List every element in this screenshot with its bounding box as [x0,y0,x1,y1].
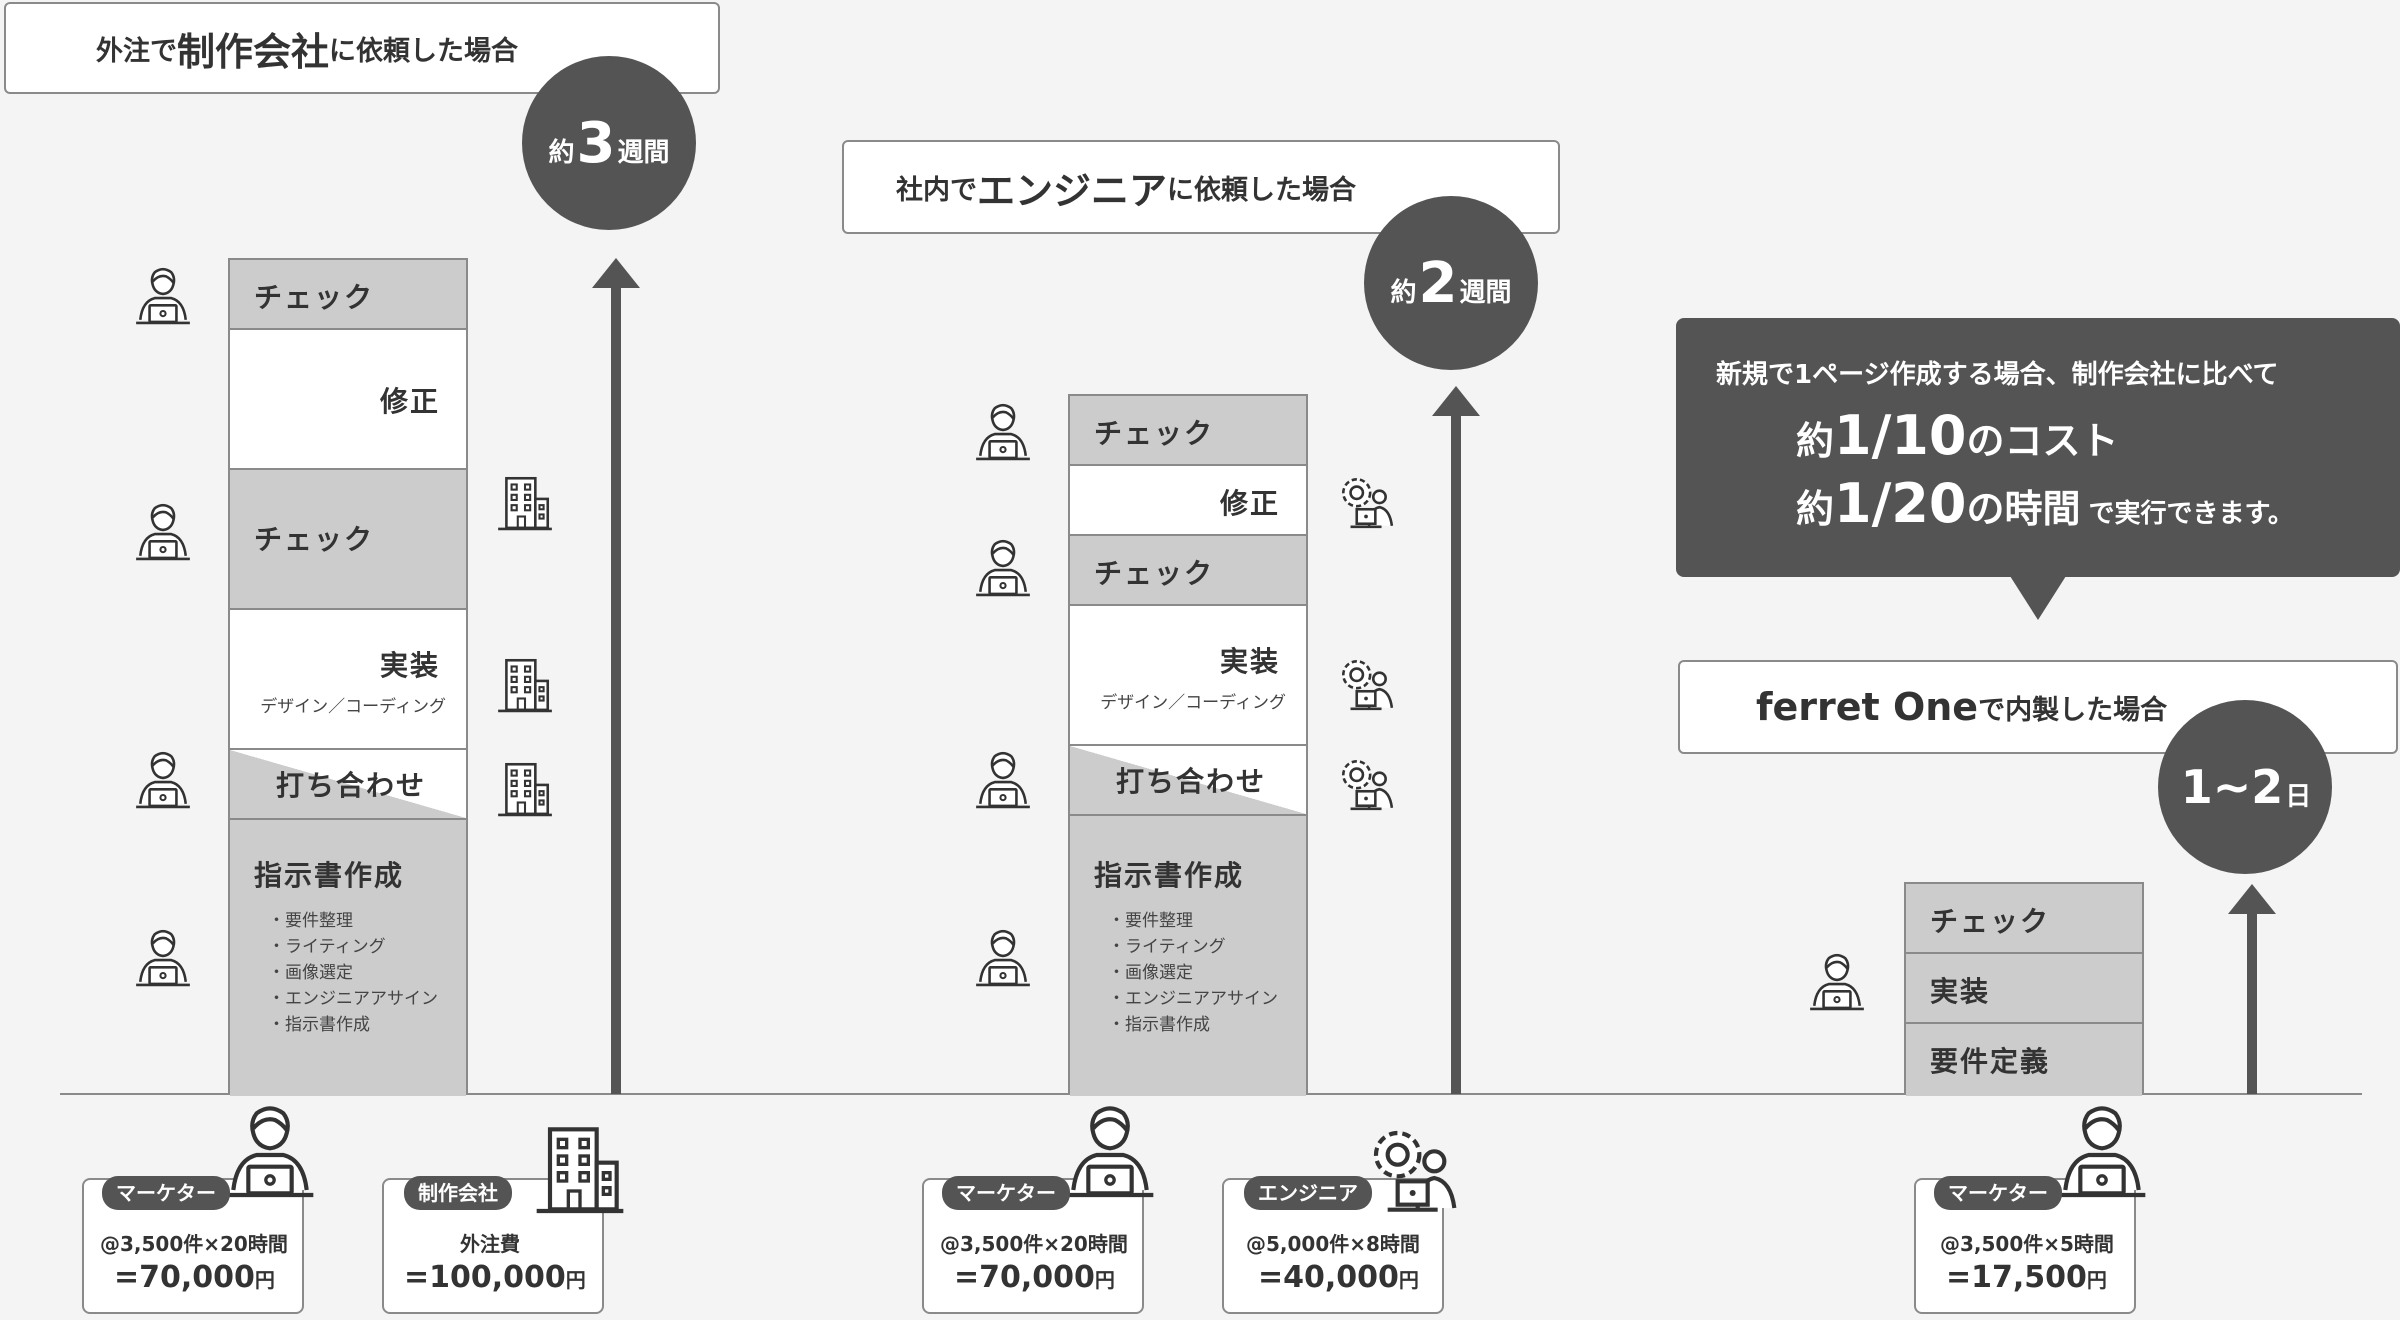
step-brief: 指示書作成 ・要件整理 ・ライティング ・画像選定 ・エンジニアアサイン ・指示… [1070,816,1306,1096]
brief-item-list: ・要件整理 ・ライティング ・画像選定 ・エンジニアアサイン ・指示書作成 [268,908,438,1038]
gear-person-icon [1332,752,1398,814]
step-check: チェック [1070,536,1306,606]
engineer-arrow-head [1432,386,1480,416]
step-implementation: 実装 デザイン／コーディング [1070,606,1306,746]
person-laptop-icon [2052,1100,2152,1200]
person-laptop-icon [1806,950,1868,1012]
outsource-title-pre: 外注で [96,35,177,67]
role-badge-marketer: マーケター [1934,1176,2062,1210]
outsource-title-post: に依頼した場合 [329,35,519,67]
engineer-title-box: 社内で エンジニア に依頼した場合 [842,140,1560,234]
ferret-duration-badge: 1~2 日 [2158,700,2332,874]
brief-item-list: ・要件整理 ・ライティング ・画像選定 ・エンジニアアサイン ・指示書作成 [1108,908,1278,1038]
ferret-arrow-shaft [2247,912,2257,1094]
callout-cost-line: 約1/10のコスト [1796,404,2119,467]
gear-person-icon [1332,470,1398,532]
step-check: チェック [1906,884,2142,954]
outsource-title-big: 制作会社 [177,29,330,74]
person-laptop-icon [1060,1100,1160,1200]
outsource-arrow-head [592,258,640,288]
list-item: ・画像選定 [1108,963,1193,983]
list-item: ・画像選定 [268,963,353,983]
callout-time-line: 約1/20の時間で実行できます。 [1796,472,2294,535]
list-item: ・指示書作成 [268,1015,370,1035]
person-laptop-icon [972,748,1034,810]
role-badge-agency: 制作会社 [404,1176,512,1210]
step-fix: 修正 [230,330,466,470]
person-laptop-icon [972,926,1034,988]
person-laptop-icon [132,748,194,810]
engineer-duration-badge: 約 2 週間 [1364,196,1538,370]
step-brief: 指示書作成 ・要件整理 ・ライティング ・画像選定 ・エンジニアアサイン ・指示… [230,820,466,1096]
list-item: ・指示書作成 [1108,1015,1210,1035]
step-implementation: 実装 デザイン／コーディング [230,610,466,750]
step-check: チェック [1070,396,1306,466]
step-meeting: 打ち合わせ [1070,746,1306,816]
outsource-arrow-shaft [611,286,621,1094]
callout-tail [2010,576,2066,620]
callout-headline: 新規で1ページ作成する場合、制作会社に比べて [1716,360,2279,390]
person-laptop-icon [220,1100,320,1200]
list-item: ・エンジニアアサイン [1108,989,1278,1009]
step-check: チェック [230,470,466,610]
step-meeting: 打ち合わせ [230,750,466,820]
outsource-process-stack: チェック 修正 チェック 実装 デザイン／コーディング 打ち合わせ 指示書作成 … [228,258,468,1096]
step-requirements: 要件定義 [1906,1024,2142,1096]
person-laptop-icon [972,536,1034,598]
engineer-process-stack: チェック 修正 チェック 実装 デザイン／コーディング 打ち合わせ 指示書作成 … [1068,394,1308,1096]
role-badge-marketer: マーケター [942,1176,1070,1210]
role-badge-engineer: エンジニア [1244,1176,1372,1210]
step-implementation: 実装 [1906,954,2142,1024]
list-item: ・要件整理 [268,911,353,931]
building-icon [494,470,556,532]
engineer-arrow-shaft [1451,414,1461,1094]
person-laptop-icon [132,264,194,326]
summary-callout: 新規で1ページ作成する場合、制作会社に比べて 約1/10のコスト 約1/20の時… [1676,318,2400,577]
step-fix: 修正 [1070,466,1306,536]
outsource-duration-badge: 約 3 週間 [522,56,696,230]
list-item: ・ライティング [1108,937,1226,957]
list-item: ・エンジニアアサイン [268,989,438,1009]
list-item: ・ライティング [268,937,386,957]
person-laptop-icon [132,926,194,988]
gear-person-icon [1332,652,1398,714]
person-laptop-icon [972,400,1034,462]
building-icon [494,756,556,818]
building-icon [530,1116,630,1216]
person-laptop-icon [132,500,194,562]
role-badge-marketer: マーケター [102,1176,230,1210]
building-icon [494,652,556,714]
ferret-arrow-head [2228,884,2276,914]
ferret-process-stack: チェック 実装 要件定義 [1904,882,2144,1096]
step-check: チェック [230,260,466,330]
gear-person-icon [1358,1118,1464,1218]
list-item: ・要件整理 [1108,911,1193,931]
